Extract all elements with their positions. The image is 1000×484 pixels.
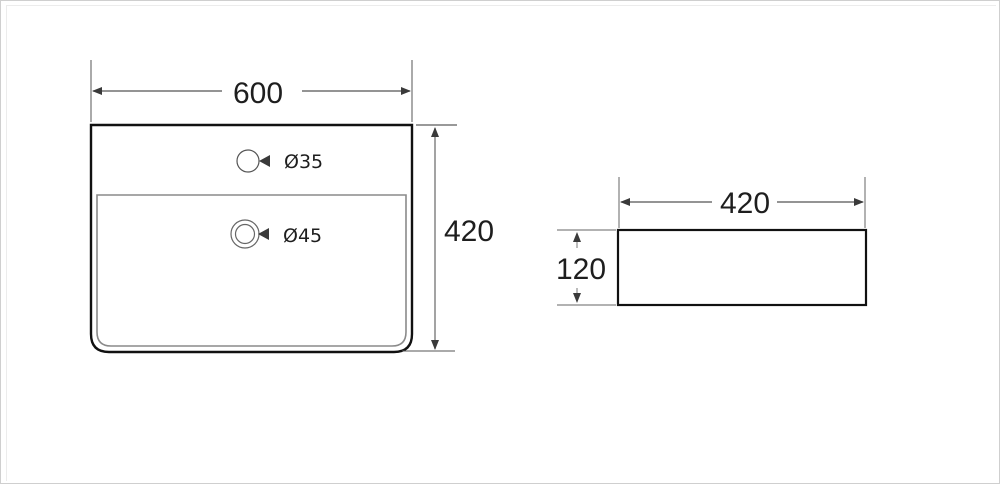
drain-hole-inner-circle <box>234 223 256 245</box>
tap-hole-arrow-icon <box>259 155 270 167</box>
side-height-dimension-120: 120 <box>556 229 616 306</box>
tap-hole-label: Ø35 <box>284 151 323 173</box>
tap-hole-circle <box>236 149 260 173</box>
depth-label: 420 <box>444 215 494 248</box>
drain-hole-arrow-icon <box>258 228 269 240</box>
depth-dimension-420: 420 <box>402 124 494 352</box>
basin-side-profile <box>616 228 868 307</box>
drawing-frame-inner <box>6 5 996 481</box>
side-view: 420 120 <box>556 177 868 307</box>
side-width-dimension-420: 420 <box>618 177 866 228</box>
side-height-label: 120 <box>556 253 606 286</box>
basin-bowl-outline <box>96 194 407 347</box>
top-view: 600 Ø35 Ø45 420 <box>89 60 494 354</box>
side-width-label: 420 <box>720 187 770 220</box>
drain-hole-label: Ø45 <box>283 225 322 247</box>
width-label: 600 <box>233 77 283 110</box>
basin-outer-outline <box>89 123 414 354</box>
tap-hole: Ø35 <box>236 149 323 173</box>
drain-hole: Ø45 <box>230 219 322 249</box>
width-dimension-600: 600 <box>90 60 413 122</box>
